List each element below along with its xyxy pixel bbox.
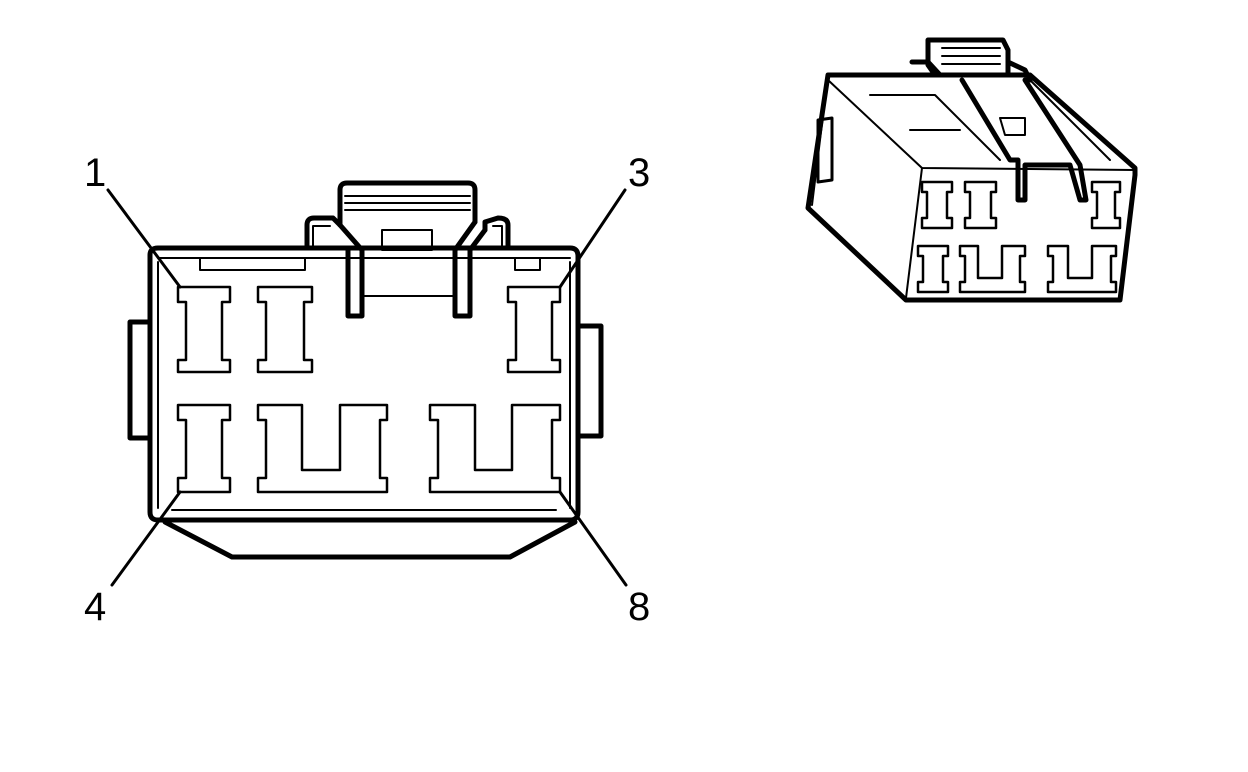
pin-label-1: 1 — [84, 151, 106, 195]
leader-line-pin-8 — [558, 490, 628, 587]
locking-latch — [304, 180, 511, 319]
left-side-tab — [127, 319, 153, 441]
housing-outline — [147, 245, 581, 523]
cavity-pin-3 — [506, 285, 562, 374]
leader-line-pin-4 — [110, 490, 182, 587]
cavity-pin-4 — [176, 403, 232, 494]
cavity-pin-7-8 — [428, 403, 562, 494]
leader-line-pin-1 — [106, 188, 182, 289]
pin-label-4: 4 — [84, 585, 106, 629]
leader-line-pin-3 — [558, 188, 627, 289]
pin-label-8: 8 — [628, 585, 650, 629]
connector-isometric-view — [805, 37, 1138, 303]
housing-top-right-slot — [514, 257, 541, 271]
housing-inner-outline — [157, 261, 571, 509]
pin-label-3: 3 — [628, 151, 650, 195]
cavity-pin-1 — [176, 285, 232, 374]
bottom-key-skirt — [162, 519, 578, 560]
connector-front-view: 1 3 4 8 — [84, 151, 650, 629]
right-side-tab — [575, 323, 604, 439]
housing-top-slot — [199, 257, 306, 271]
cavity-pin-2 — [256, 285, 314, 374]
cavity-pin-5-6 — [256, 403, 389, 494]
